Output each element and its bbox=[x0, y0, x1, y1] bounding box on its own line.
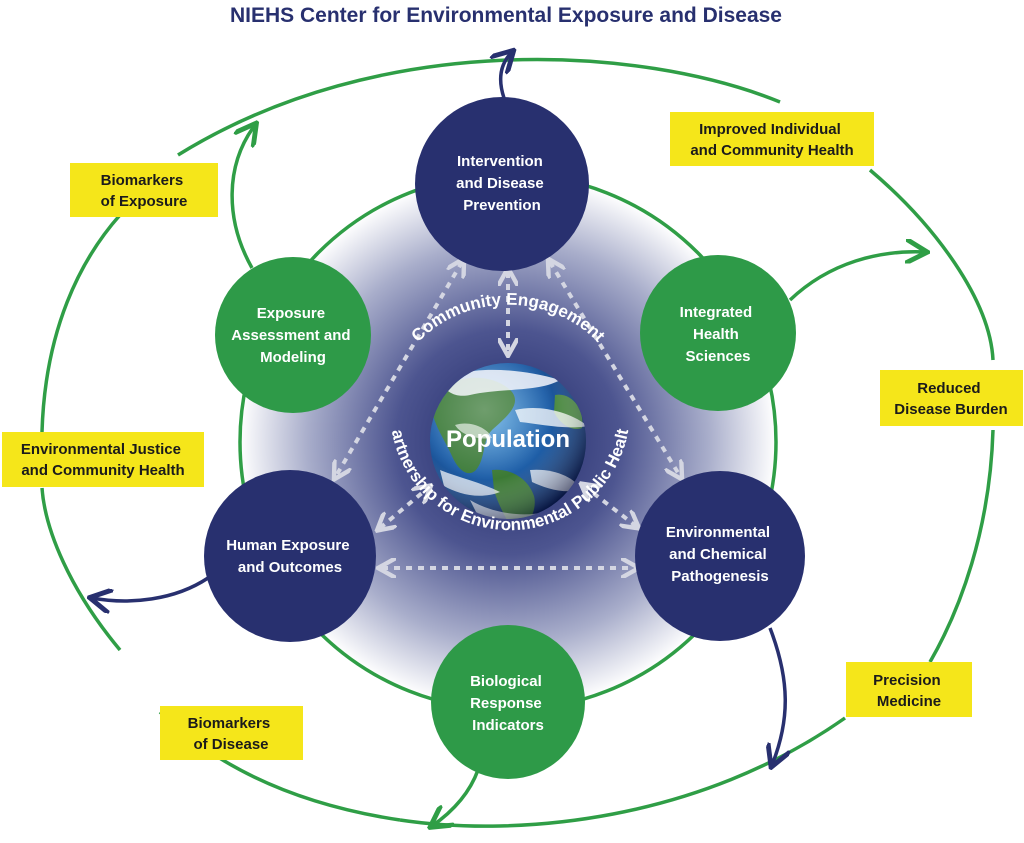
node-pathogenesis-line-1: Environmental bbox=[666, 524, 770, 541]
node-intervention-line-3: Prevention bbox=[463, 197, 541, 214]
node-human-exposure-line-2: and Outcomes bbox=[238, 559, 342, 576]
node-biological-line-3: Indicators bbox=[472, 717, 544, 734]
svg-text:Biological Response: Biological Response Indicators bbox=[470, 673, 546, 734]
svg-text:Precision Medicine: Precision Medicine bbox=[873, 672, 945, 710]
svg-text:Reduced Disease Burden: Reduced Disease Burden bbox=[894, 380, 1007, 418]
outer-arc-right-top bbox=[868, 168, 995, 361]
outcome-biomarkers-disease: Biomarkers of Disease bbox=[160, 706, 303, 760]
node-pathogenesis-line-2: and Chemical bbox=[669, 546, 767, 563]
outcome-improved-health: Improved Individual and Community Health bbox=[670, 112, 874, 166]
svg-text:Environmental Justice an: Environmental Justice and Community Heal… bbox=[21, 441, 185, 479]
outcome-reduced-burden-line-2: Disease Burden bbox=[894, 401, 1007, 418]
node-intervention-line-1: Intervention bbox=[457, 153, 543, 170]
node-intervention-line-2: and Disease bbox=[456, 175, 544, 192]
flow-arrows bbox=[92, 52, 925, 826]
node-human-exposure: Human Exposure and Outcomes bbox=[204, 470, 376, 642]
arrow-to-env-justice bbox=[92, 576, 209, 601]
node-human-exposure-line-1: Human Exposure bbox=[226, 537, 349, 554]
svg-text:Integrated Health: Integrated Health Sciences bbox=[680, 304, 757, 365]
outcome-reduced-burden-line-1: Reduced bbox=[917, 380, 980, 397]
outcome-environmental-justice-line-1: Environmental Justice bbox=[21, 441, 181, 458]
svg-text:Improved Individual and: Improved Individual and Community Health bbox=[690, 121, 853, 159]
svg-text:Intervention and Disease: Intervention and Disease Prevention bbox=[456, 153, 548, 214]
node-pathogenesis: Environmental and Chemical Pathogenesis bbox=[635, 471, 805, 641]
outer-arc-right bbox=[928, 429, 995, 663]
outcome-biomarkers-exposure: Biomarkers of Exposure bbox=[70, 163, 218, 217]
center-label: Population bbox=[446, 426, 570, 453]
node-integrated-line-3: Sciences bbox=[685, 348, 750, 365]
node-biological-line-2: Response bbox=[470, 695, 542, 712]
svg-text:Human Exposure and Outco: Human Exposure and Outcomes bbox=[226, 537, 354, 576]
node-pathogenesis-line-3: Pathogenesis bbox=[671, 568, 769, 585]
node-integrated-line-2: Health bbox=[693, 326, 739, 343]
svg-text:Exposure Assessment and: Exposure Assessment and Modeling bbox=[231, 305, 354, 366]
outcome-reduced-burden: Reduced Disease Burden bbox=[880, 370, 1023, 426]
arrow-to-top bbox=[501, 52, 512, 99]
svg-text:Environmental and Chemic: Environmental and Chemical Pathogenesis bbox=[666, 524, 774, 585]
outcome-biomarkers-exposure-line-2: of Exposure bbox=[101, 193, 188, 210]
dotted-link-left-center bbox=[380, 488, 428, 528]
outcome-improved-health-line-1: Improved Individual bbox=[699, 121, 841, 138]
page-title: NIEHS Center for Environmental Exposure … bbox=[230, 4, 782, 27]
outcome-precision-medicine: Precision Medicine bbox=[846, 662, 972, 717]
outcome-environmental-justice: Environmental Justice and Community Heal… bbox=[2, 432, 204, 487]
outer-arc-left-bottom bbox=[40, 487, 122, 652]
outcome-precision-medicine-line-1: Precision bbox=[873, 672, 941, 689]
node-biological-line-1: Biological bbox=[470, 673, 542, 690]
svg-text:Biomarkers of Exposure: Biomarkers of Exposure bbox=[101, 172, 188, 210]
outcome-precision-medicine-line-2: Medicine bbox=[877, 693, 941, 710]
outcome-environmental-justice-line-2: and Community Health bbox=[21, 462, 184, 479]
svg-text:Biomarkers of Disease: Biomarkers of Disease bbox=[188, 715, 275, 753]
dotted-link-top-left bbox=[336, 262, 462, 476]
outcome-biomarkers-disease-line-2: of Disease bbox=[193, 736, 268, 753]
node-exposure-assessment-line-1: Exposure bbox=[257, 305, 325, 322]
dotted-link-top-right bbox=[550, 262, 680, 476]
node-intervention: Intervention and Disease Prevention bbox=[415, 97, 589, 271]
outcome-improved-health-line-2: and Community Health bbox=[690, 142, 853, 159]
node-exposure-assessment-line-2: Assessment and bbox=[231, 327, 350, 344]
node-integrated-line-1: Integrated bbox=[680, 304, 753, 321]
node-integrated: Integrated Health Sciences bbox=[640, 255, 796, 411]
node-exposure-assessment-line-3: Modeling bbox=[260, 349, 326, 366]
node-biological: Biological Response Indicators bbox=[431, 625, 585, 779]
outcome-biomarkers-exposure-line-1: Biomarkers bbox=[101, 172, 184, 189]
arrow-to-reduced-burden bbox=[788, 252, 925, 302]
arrow-to-biomarkers-exposure bbox=[230, 125, 255, 269]
arrow-to-precision bbox=[770, 627, 785, 765]
outcome-biomarkers-disease-line-1: Biomarkers bbox=[188, 715, 271, 732]
dotted-connectors bbox=[336, 262, 680, 568]
node-exposure-assessment: Exposure Assessment and Modeling bbox=[215, 257, 371, 413]
outer-arc-left bbox=[40, 213, 122, 433]
arrow-to-biomarkers-disease bbox=[432, 769, 480, 826]
